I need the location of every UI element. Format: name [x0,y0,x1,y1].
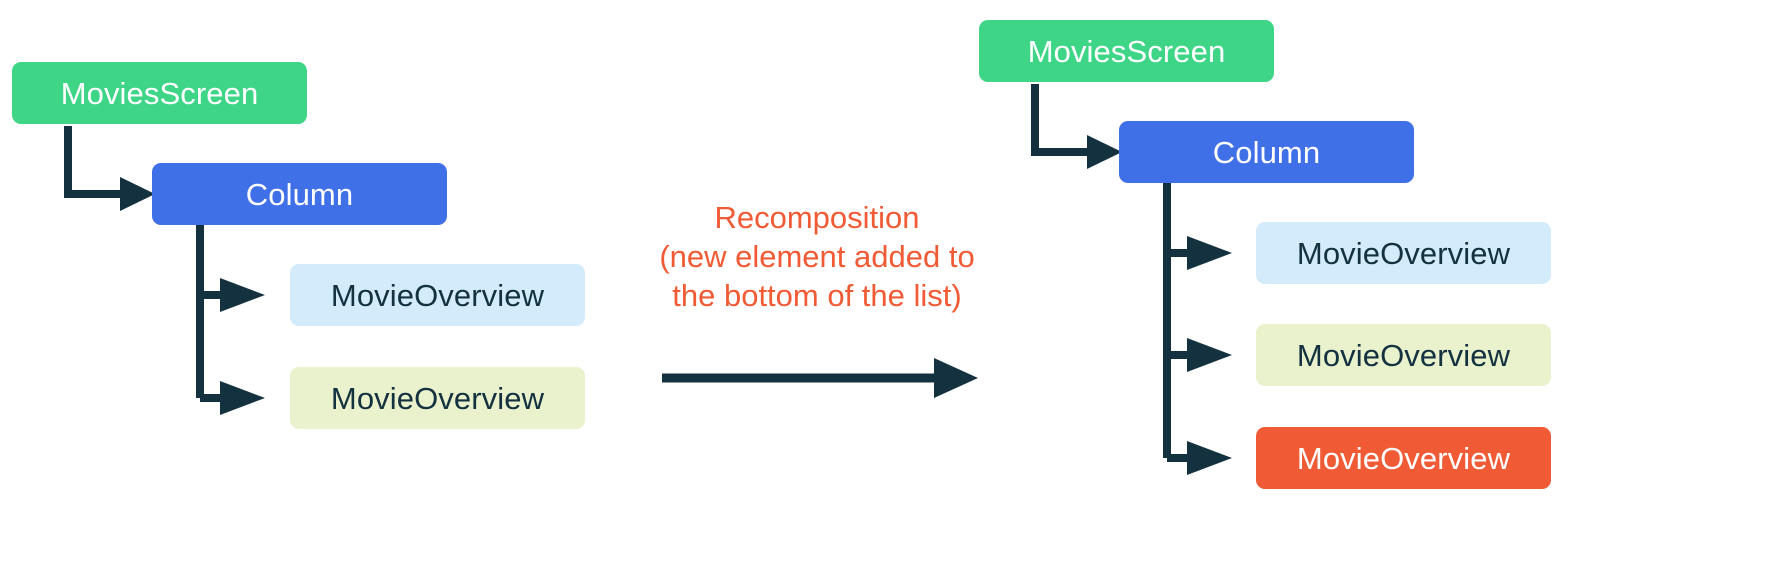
transition-label-line-2: (new element added to [659,239,975,274]
transition-label: Recomposition (new element added to the … [657,198,977,315]
after-node-movie-overview-1[interactable]: MovieOverview [1256,222,1551,284]
after-node-movies-screen[interactable]: MoviesScreen [979,20,1274,82]
before-node-column[interactable]: Column [152,163,447,225]
before-node-movies-screen[interactable]: MoviesScreen [12,62,307,124]
transition-label-line-1: Recomposition [714,200,920,235]
after-node-movie-overview-3-new[interactable]: MovieOverview [1256,427,1551,489]
after-node-movie-overview-2[interactable]: MovieOverview [1256,324,1551,386]
transition-label-line-3: the bottom of the list) [672,278,962,313]
transition-arrow [662,358,978,398]
before-node-movie-overview-2[interactable]: MovieOverview [290,367,585,429]
after-node-column[interactable]: Column [1119,121,1414,183]
before-node-movie-overview-1[interactable]: MovieOverview [290,264,585,326]
